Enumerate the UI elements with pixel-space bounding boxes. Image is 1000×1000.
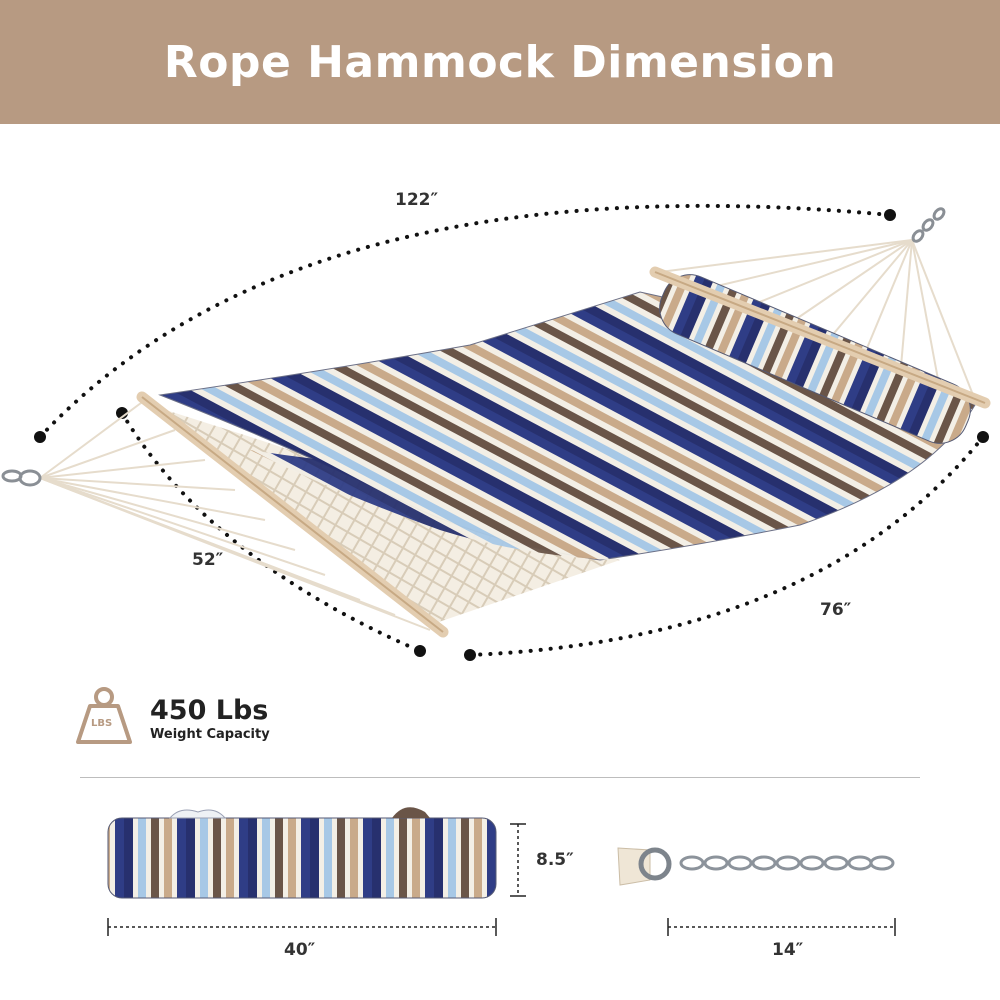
- right-rope-fan: [659, 239, 976, 401]
- left-rope-fan: [39, 399, 431, 631]
- bed-length-label: 76″: [820, 600, 852, 620]
- pillow-illustration: [107, 807, 497, 899]
- weight-value: 450 Lbs: [150, 695, 269, 726]
- width-label: 52″: [192, 550, 224, 570]
- chain-length-label: 14″: [772, 940, 804, 960]
- spreader-bars: [136, 266, 991, 638]
- pillow-dimension-lines: [108, 824, 519, 928]
- title-banner: Rope Hammock Dimension: [0, 0, 1000, 124]
- hammock-flap: [250, 450, 610, 560]
- weight-label: Weight Capacity: [150, 727, 270, 742]
- page-title: Rope Hammock Dimension: [163, 36, 837, 88]
- rope-net: [150, 405, 620, 625]
- chain-illustration: [617, 847, 895, 886]
- hammock-pad: [158, 291, 976, 561]
- section-divider: [80, 777, 920, 778]
- length-dimension-arc: [38, 203, 985, 657]
- length-label: 122″: [395, 190, 439, 210]
- pillow-height-label: 8.5″: [536, 850, 574, 870]
- pillow-length-label: 40″: [284, 940, 316, 960]
- chain-dimension-line: [667, 918, 896, 936]
- hammock-pillow: [659, 274, 971, 444]
- right-chain: [911, 207, 946, 243]
- left-chain: [1, 469, 42, 487]
- weight-icon-text: LBS: [91, 718, 113, 729]
- weight-icon: [76, 687, 132, 744]
